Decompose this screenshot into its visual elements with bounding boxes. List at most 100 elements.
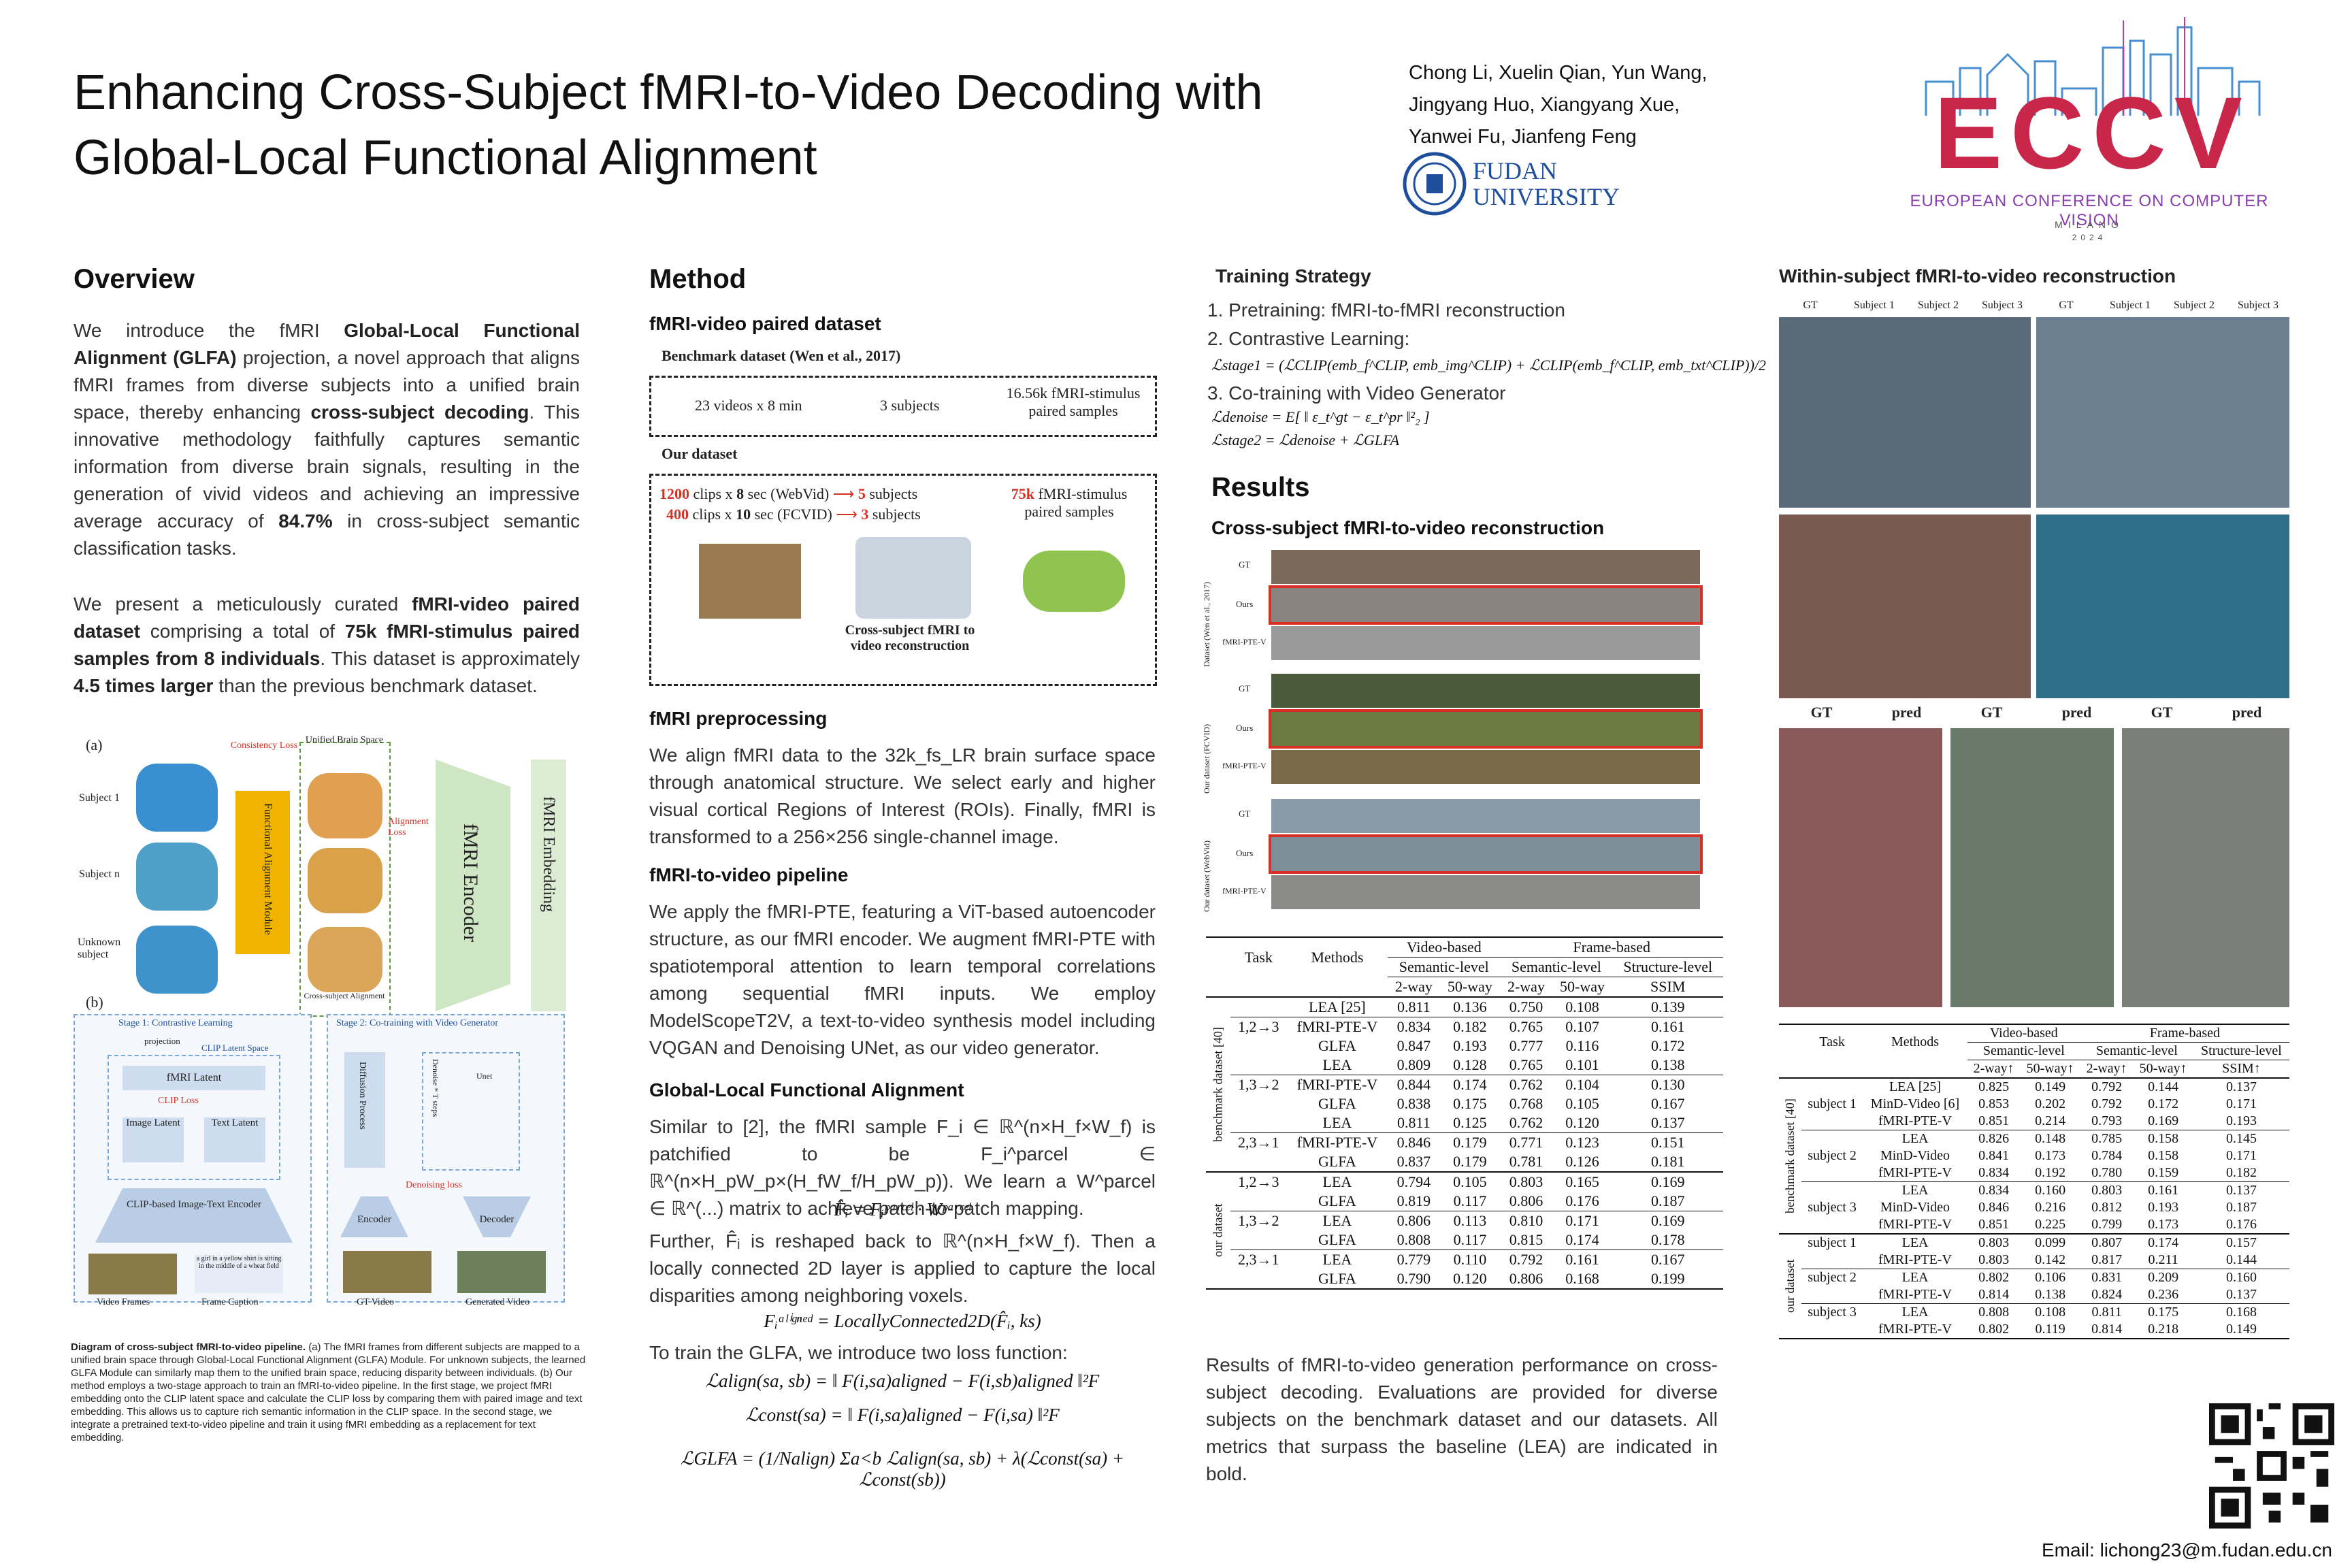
- task-cell: [1801, 1321, 1863, 1339]
- value-cell: 0.812: [2091, 1200, 2123, 1215]
- value-cell: 0.149: [2035, 1079, 2066, 1094]
- our-dataset-box: 1200 clips x 8 sec (WebVid) ⟶ 5 subjects…: [649, 474, 1157, 686]
- value-cell: 0.814: [2091, 1322, 2123, 1337]
- value-cell: 0.808: [1978, 1305, 2010, 1320]
- value-cell: 0.779: [1396, 1251, 1431, 1268]
- value-cell: 0.158: [2148, 1148, 2179, 1163]
- table-header-cell: 2-way: [1388, 977, 1440, 997]
- eccv-city: MILANO: [2055, 219, 2124, 230]
- value-cell: 0.790: [1396, 1270, 1431, 1287]
- table-header-cell: [1801, 1060, 1863, 1079]
- group-cell: benchmark dataset [40]: [1783, 1098, 1797, 1213]
- value-cell: 0.167: [1650, 1095, 1685, 1112]
- method-cell: LEA: [1322, 1056, 1352, 1073]
- txt: clips x: [689, 485, 737, 502]
- method-cell: fMRI-PTE-V: [1878, 1217, 1952, 1232]
- diagram-caption: Diagram of cross-subject fMRI-to-video p…: [71, 1341, 587, 1444]
- task-cell: [1801, 1164, 1863, 1182]
- table-header-cell: Frame-based: [1573, 938, 1650, 956]
- table-header-cell: [1863, 1060, 1967, 1079]
- value-cell: 0.138: [2035, 1287, 2066, 1302]
- table-header-cell: [1206, 937, 1230, 977]
- method-cell: LEA: [1901, 1131, 1929, 1146]
- task-cell: subject 2: [1808, 1270, 1857, 1285]
- within-frames-image: [1950, 728, 2114, 1007]
- poster-title: Enhancing Cross-Subject fMRI-to-Video De…: [74, 65, 1263, 185]
- diffusion-label: Diffusion Process: [357, 1062, 368, 1130]
- training-step-1: 1. Pretraining: fMRI-to-fMRI reconstruct…: [1207, 299, 1565, 321]
- text-run-bold: fMRI-video paired dataset: [74, 593, 580, 642]
- value-cell: 0.808: [1396, 1231, 1431, 1248]
- table-header-cell: Semantic-level: [1500, 957, 1613, 977]
- gt-frames-image: [1271, 799, 1700, 833]
- value-cell: 0.768: [1509, 1095, 1544, 1112]
- task-cell: 2,3→1: [1238, 1251, 1279, 1268]
- column-label: GT: [1980, 704, 2003, 721]
- value-cell: 0.172: [2148, 1096, 2179, 1111]
- training-heading: Training Strategy: [1215, 265, 1371, 287]
- column-label: Subject 2: [1918, 299, 1959, 311]
- results-heading: Results: [1211, 472, 1310, 502]
- method-cell: LEA: [1901, 1305, 1929, 1320]
- aligned-brain-image: [308, 848, 382, 913]
- table-header-cell: Semantic-level: [2080, 1042, 2193, 1060]
- fam-label: Functional Alignment Module: [262, 803, 274, 935]
- table-header-cell: 50-way: [1552, 977, 1613, 997]
- pipeline-text: We apply the fMRI-PTE, featuring a ViT-b…: [649, 901, 1156, 1058]
- dataset-heading: fMRI-video paired dataset: [649, 313, 881, 334]
- method-cell: GLFA: [1318, 1095, 1356, 1112]
- table-header-cell: Video-based: [1989, 1026, 2058, 1041]
- value-cell: 0.236: [2148, 1287, 2179, 1302]
- value-cell: 0.218: [2148, 1322, 2179, 1337]
- task-cell: [1801, 1286, 1863, 1304]
- value-cell: 0.108: [1565, 998, 1599, 1015]
- row-label-ours: Ours: [1236, 723, 1254, 733]
- value-cell: 0.169: [1650, 1212, 1685, 1229]
- value-cell: 0.110: [1453, 1251, 1487, 1268]
- value-cell: 0.171: [2225, 1096, 2257, 1111]
- value-cell: 0.176: [2225, 1217, 2257, 1232]
- contact-email[interactable]: Email: lichong23@m.fudan.edu.cn: [2042, 1539, 2332, 1561]
- equation-4: ℒconst(sa) = ‖ F(i,sa)aligned − F(i,sa) …: [745, 1405, 1060, 1425]
- method-cell: LEA [25]: [1309, 998, 1366, 1015]
- preprocessing-text: We align fMRI data to the 32k_fs_LR brai…: [649, 745, 1156, 847]
- value-cell: 0.803: [2091, 1183, 2123, 1198]
- table-header-cell: [1206, 977, 1230, 998]
- equation-2: Fᵢᵃˡⁱᵍⁿᵉᵈ = LocallyConnected2D(F̂ᵢ, ks): [764, 1311, 1041, 1331]
- txt: sec (FCVID): [751, 506, 832, 523]
- bench-samples: 16.56k fMRI-stimulus paired samples: [1006, 385, 1141, 419]
- brain-surface-image: [1023, 551, 1125, 612]
- text-run: We present a meticulously curated: [74, 593, 412, 615]
- value-cell: 0.806: [1396, 1212, 1431, 1229]
- method-cell: fMRI-PTE-V: [1296, 1018, 1378, 1035]
- value-cell: 0.116: [1565, 1037, 1599, 1054]
- column-label: GT: [1810, 704, 1833, 721]
- value-cell: 0.781: [1509, 1153, 1544, 1170]
- value-cell: 0.105: [1453, 1173, 1487, 1190]
- value-cell: 0.806: [1509, 1270, 1544, 1287]
- pte-frames-image: [1271, 626, 1700, 660]
- table-header-cell: Methods: [1311, 948, 1364, 966]
- value-cell: 0.160: [2035, 1183, 2066, 1198]
- training-step-3: 3. Co-training with Video Generator: [1207, 382, 1506, 404]
- task-cell: subject 1: [1808, 1235, 1857, 1250]
- qr-code-icon[interactable]: [2209, 1403, 2334, 1529]
- value-cell: 0.762: [1509, 1076, 1544, 1093]
- method-cell: fMRI-PTE-V: [1296, 1076, 1378, 1093]
- fudan-logo: FUDAN UNIVERSITY: [1402, 152, 1620, 216]
- task-cell: [1801, 1182, 1863, 1200]
- row-label-ours: Ours: [1236, 599, 1254, 609]
- value-cell: 0.158: [2148, 1131, 2179, 1146]
- fudan-name-2: UNIVERSITY: [1473, 183, 1620, 210]
- task-cell: [1230, 1269, 1287, 1289]
- table-header-cell: Video-based: [1406, 938, 1482, 956]
- within-heading: Within-subject fMRI-to-video reconstruct…: [1779, 265, 2176, 287]
- pipeline-diagram: (a) Subject 1 Subject n Unknown subject …: [68, 728, 585, 1307]
- value-cell: 0.802: [1978, 1322, 2010, 1337]
